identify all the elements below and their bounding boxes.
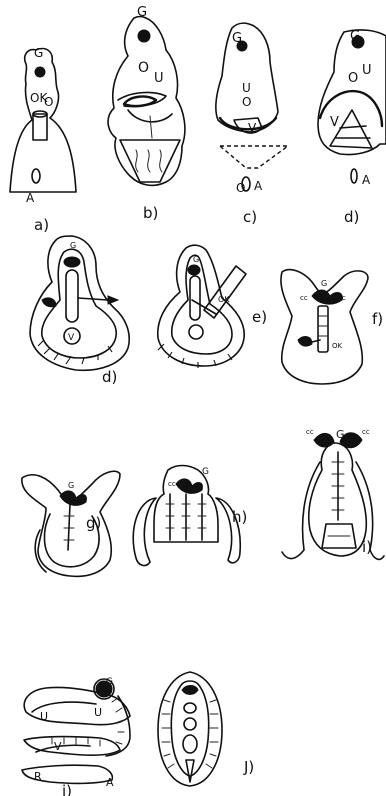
label-v: V bbox=[54, 740, 62, 753]
caption-b: b) bbox=[143, 204, 158, 222]
label-u: U bbox=[40, 710, 48, 723]
panel-f: G cc cc OK f) bbox=[281, 270, 383, 384]
panel-h: G cc h) bbox=[133, 466, 247, 566]
caption-e: e) bbox=[252, 308, 267, 326]
label-g: G bbox=[70, 241, 76, 250]
label-g: G bbox=[336, 428, 345, 441]
label-u: U bbox=[362, 63, 372, 78]
label-v: V bbox=[248, 121, 257, 135]
label-g: G bbox=[350, 29, 360, 44]
label-g: G bbox=[193, 255, 199, 264]
label-cc2: cc bbox=[362, 428, 370, 436]
label-cc: cc bbox=[168, 480, 176, 488]
panel-i-lower: G U U V R A i) bbox=[22, 677, 130, 796]
label-g: G bbox=[34, 46, 43, 60]
panel-c: G U O V O A c) bbox=[216, 23, 288, 226]
label-o2: O bbox=[236, 181, 245, 195]
label-g: G bbox=[68, 481, 74, 490]
label-cc: cc bbox=[300, 294, 308, 302]
label-g: G bbox=[232, 31, 242, 46]
label-v: V bbox=[68, 333, 75, 343]
label-a: A bbox=[26, 191, 35, 205]
label-ok: OK bbox=[332, 342, 343, 350]
caption-f: f) bbox=[372, 310, 383, 328]
label-g: G bbox=[106, 677, 113, 687]
label-v: V bbox=[330, 115, 339, 130]
label-a: A bbox=[106, 776, 114, 789]
label-u: U bbox=[242, 81, 251, 95]
panel-d-top: G U V O A d) bbox=[318, 29, 386, 226]
label-g: G bbox=[321, 279, 327, 288]
label-g: G bbox=[202, 467, 209, 477]
label-o: O bbox=[44, 95, 53, 109]
label-g: G bbox=[137, 5, 147, 20]
panel-a: G OK O A a) bbox=[10, 46, 76, 234]
caption-h: h) bbox=[232, 508, 247, 526]
label-r: R bbox=[34, 770, 42, 783]
panel-j: J) bbox=[158, 672, 254, 786]
caption-i2: i) bbox=[62, 782, 72, 796]
caption-c: c) bbox=[243, 208, 257, 226]
panel-b: G O U b) bbox=[108, 5, 185, 222]
panel-e: G OK e) bbox=[158, 245, 267, 368]
panel-g: G g) bbox=[22, 471, 120, 576]
caption-g: g) bbox=[86, 514, 101, 532]
caption-d2: d) bbox=[102, 368, 117, 386]
panel-i-upper: G cc cc i) bbox=[282, 428, 384, 559]
label-u: U bbox=[154, 71, 164, 86]
label-a: A bbox=[254, 179, 263, 193]
label-cc2: cc bbox=[338, 294, 346, 302]
label-o: O bbox=[138, 60, 149, 76]
label-o: O bbox=[242, 95, 251, 109]
caption-a: a) bbox=[34, 216, 49, 234]
label-a: A bbox=[362, 173, 371, 187]
label-o: O bbox=[348, 71, 358, 86]
caption-i: i) bbox=[362, 538, 372, 556]
panel-d-second: G V d) bbox=[30, 236, 129, 386]
caption-j: J) bbox=[243, 758, 254, 776]
label-u2: U bbox=[94, 706, 102, 719]
label-ok: OK bbox=[218, 295, 230, 304]
caption-d: d) bbox=[344, 208, 359, 226]
label-cc: cc bbox=[306, 428, 314, 436]
